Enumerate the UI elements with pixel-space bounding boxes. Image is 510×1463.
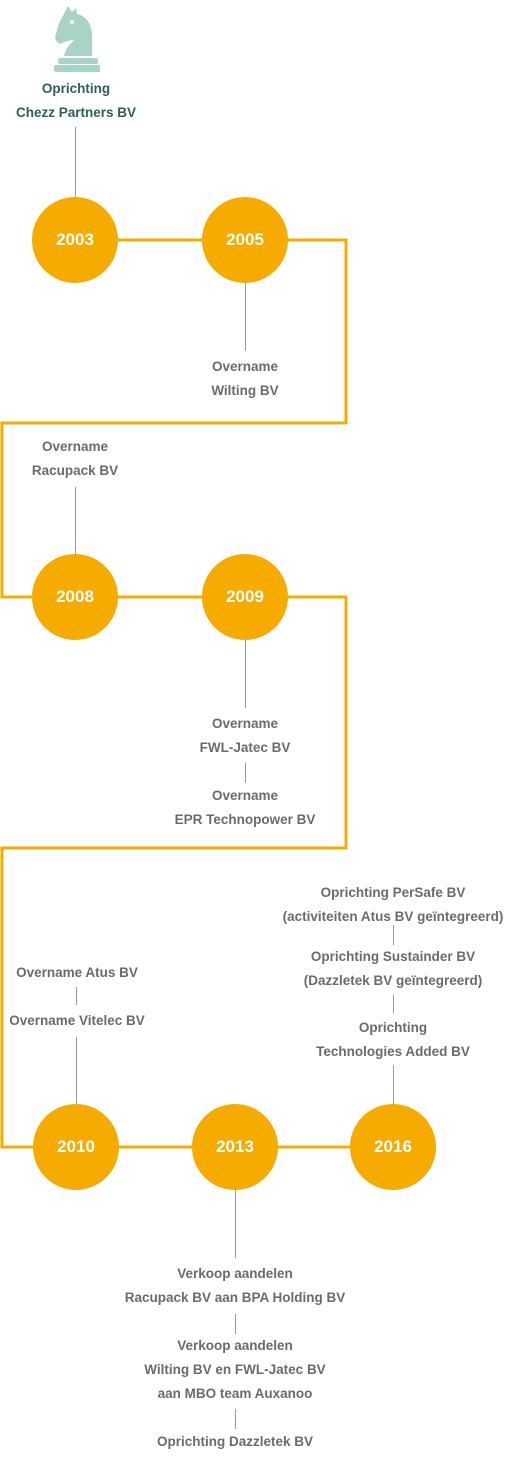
event-2013-a: Verkoop aandelen Racupack BV aan BPA Hol… [125, 1262, 346, 1310]
event-text: Technologies Added BV [316, 1044, 470, 1059]
year-2010: 2010 [33, 1104, 119, 1190]
year-2008: 2008 [32, 554, 118, 640]
event-2010-a: Overname Atus BV [16, 965, 138, 980]
year-2009: 2009 [202, 554, 288, 640]
event-2009-a: Overname FWL-Jatec BV [200, 712, 291, 760]
event-text: (Dazzletek BV geïntegreerd) [303, 973, 483, 988]
event-2010-b: Overname Vitelec BV [9, 1013, 145, 1028]
connector [76, 987, 77, 1005]
event-text: Oprichting [358, 1020, 428, 1035]
connector [235, 1190, 236, 1258]
event-text: Verkoop aandelen [177, 1266, 293, 1281]
event-text: Overname [211, 788, 279, 803]
event-text: Overname [211, 359, 279, 374]
event-text: Wilting BV en FWL-Jatec BV [144, 1362, 326, 1377]
connector [245, 283, 246, 351]
connector [75, 487, 76, 555]
event-2013-c: Oprichting Dazzletek BV [156, 1434, 314, 1449]
event-text: Oprichting PerSafe BV [320, 885, 466, 900]
connector [245, 640, 246, 708]
chess-knight-icon [50, 4, 102, 79]
connector [245, 763, 246, 783]
event-2016-a: Oprichting PerSafe BV (activiteiten Atus… [283, 881, 504, 929]
year-2005: 2005 [202, 197, 288, 283]
connector [76, 1037, 77, 1105]
event-2005: Overname Wilting BV [211, 355, 278, 403]
year-2003: 2003 [32, 197, 118, 283]
event-2008: Overname Racupack BV [32, 435, 118, 483]
event-text: Overname [211, 716, 279, 731]
intro-line-1: Oprichting [41, 81, 111, 96]
event-text: Racupack BV [31, 463, 119, 478]
event-text: Oprichting Sustainder BV [310, 949, 476, 964]
intro-label: Oprichting Chezz Partners BV [16, 77, 136, 125]
connector [75, 127, 76, 197]
event-text: EPR Technopower BV [174, 812, 316, 827]
event-2009-b: Overname EPR Technopower BV [175, 784, 316, 832]
event-text: Overname [41, 439, 109, 454]
event-2013-b: Verkoop aandelen Wilting BV en FWL-Jatec… [144, 1334, 325, 1406]
event-text: Verkoop aandelen [177, 1338, 293, 1353]
event-text: FWL-Jatec BV [199, 740, 291, 755]
event-2016-c: Oprichting Technologies Added BV [316, 1016, 470, 1064]
connector [235, 1409, 236, 1429]
event-text: Wilting BV [211, 383, 279, 398]
event-text: (activiteiten Atus BV geïntegreerd) [282, 909, 504, 924]
timeline-line [0, 238, 392, 1149]
connector [393, 995, 394, 1013]
connector [393, 1065, 394, 1105]
intro-line-2: Chezz Partners BV [15, 105, 137, 120]
connector [393, 925, 394, 945]
year-2013: 2013 [192, 1104, 278, 1190]
year-2016: 2016 [350, 1104, 436, 1190]
event-2016-b: Oprichting Sustainder BV (Dazzletek BV g… [304, 945, 483, 993]
event-text: Racupack BV aan BPA Holding BV [124, 1290, 346, 1305]
connector [235, 1314, 236, 1334]
event-text: aan MBO team Auxanoo [157, 1386, 313, 1401]
